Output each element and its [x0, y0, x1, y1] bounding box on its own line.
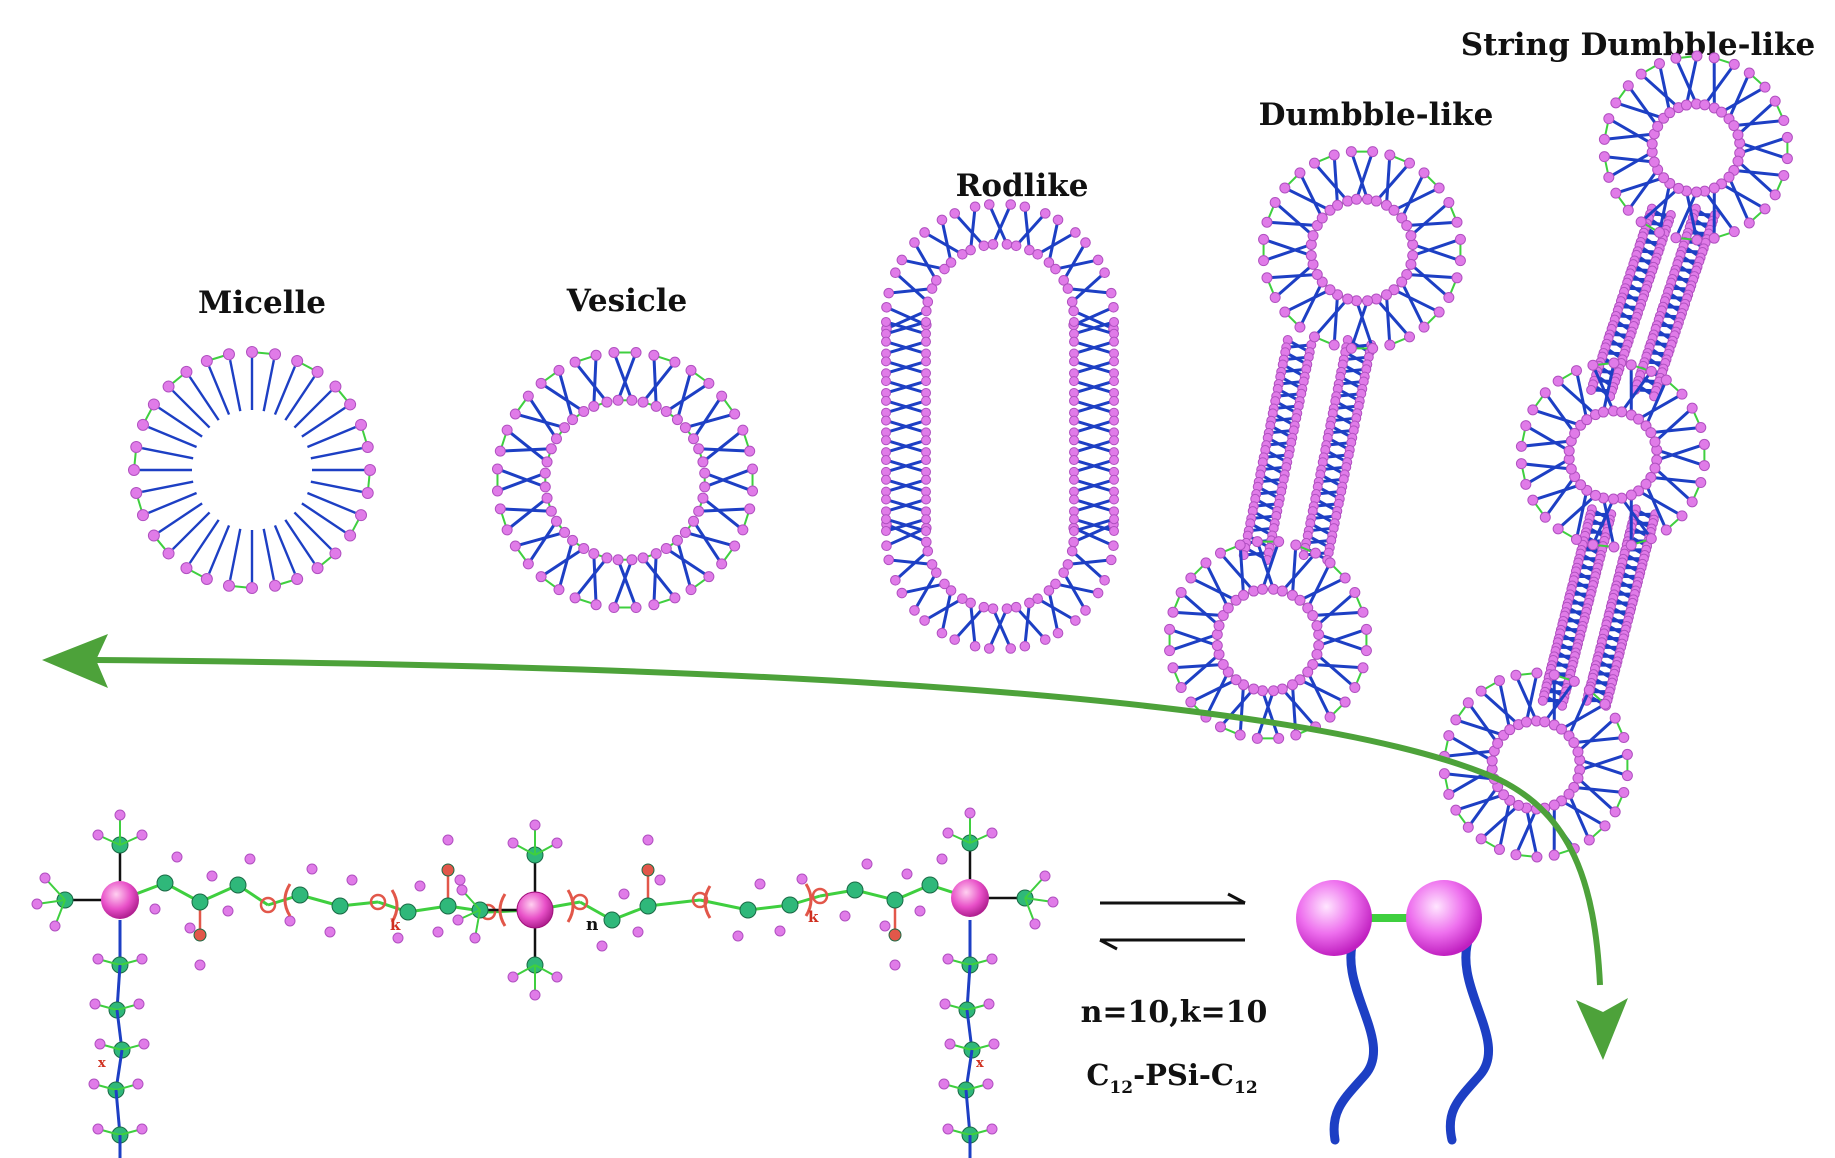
molecule-name: C12-PSi-C12 — [1086, 1058, 1257, 1098]
micelle-label: Micelle — [198, 285, 326, 321]
rodlike-label: Rodlike — [956, 168, 1089, 204]
transition-arrow — [42, 634, 1628, 1060]
equilibrium-arrows — [1099, 892, 1246, 951]
head-group-left — [1296, 880, 1372, 956]
vesicle-label: Vesicle — [566, 283, 688, 319]
string-dumbbell-structure — [1438, 50, 1793, 863]
rodlike-structure — [881, 199, 1119, 654]
dumbbell-structure — [1164, 146, 1466, 744]
molecular-structure — [31, 807, 1059, 1158]
micelle-structure — [128, 346, 376, 594]
gemini-surfactant-icon — [1296, 880, 1494, 1145]
vesicle-structure — [491, 346, 759, 614]
string-dumbbell-label: String Dumbble-like — [1461, 27, 1816, 63]
parameter-label: n=10,k=10 — [1081, 995, 1268, 1030]
arrowhead-down — [1576, 998, 1628, 1060]
dumbbell-label: Dumbble-like — [1259, 97, 1494, 133]
head-group-right — [1406, 880, 1482, 956]
arrowhead-left — [42, 634, 108, 688]
